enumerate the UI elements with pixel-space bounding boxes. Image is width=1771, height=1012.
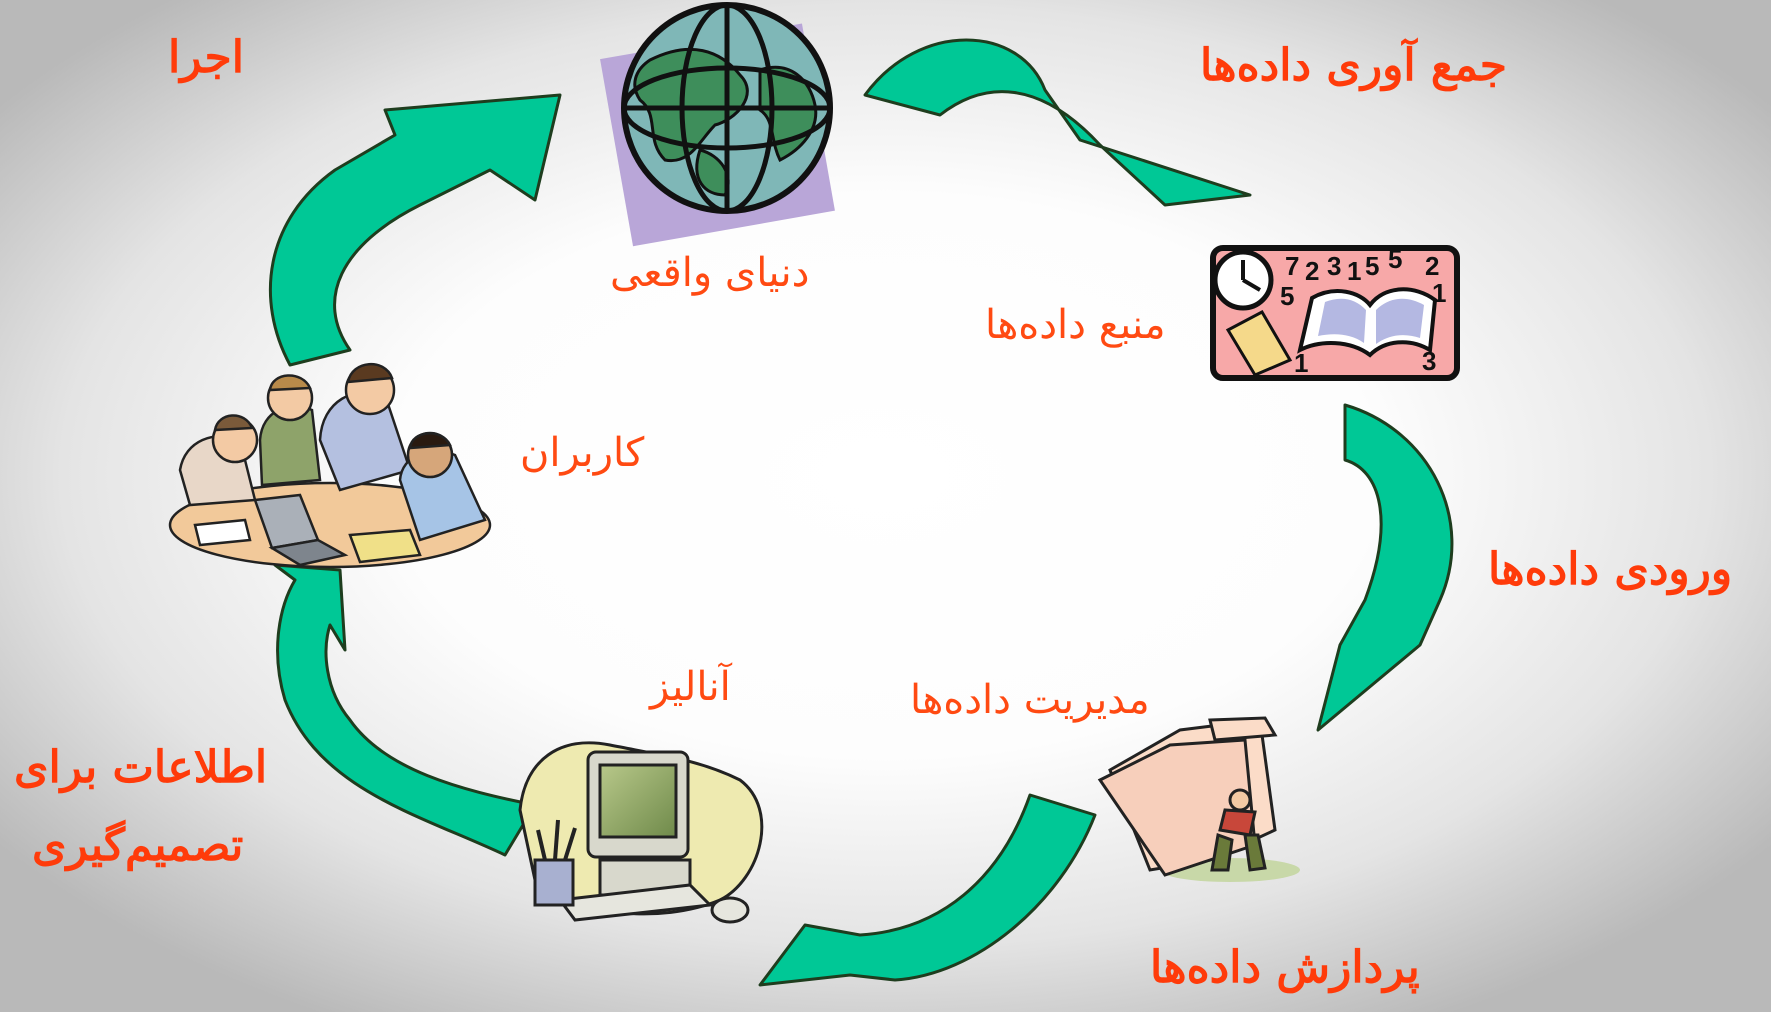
data-management-icon — [1097, 716, 1300, 882]
book-number: 1 — [1347, 256, 1361, 286]
label-data-input: ورودی داده‌ها — [1488, 544, 1733, 595]
book-number: 3 — [1327, 251, 1341, 281]
book-number: 1 — [1432, 278, 1446, 308]
analysis-computer-icon — [518, 741, 764, 924]
book-number: 5 — [1280, 281, 1294, 311]
book-number: 5 — [1388, 244, 1402, 274]
arrow-management-to-processing — [758, 793, 1097, 987]
pen-cup-icon — [533, 858, 575, 907]
arrow-analysis-to-users — [273, 563, 537, 857]
data-source-icon: 7 2 3 1 5 5 2 5 1 1 3 — [1210, 244, 1460, 381]
book-number: 5 — [1365, 251, 1379, 281]
book-number: 2 — [1425, 251, 1439, 281]
label-data-management: مدیریت داده‌ها — [910, 677, 1150, 723]
label-data-collection: جمع آوری داده‌ها — [1200, 40, 1507, 91]
label-users: کاربران — [520, 430, 645, 476]
globe-icon — [600, 2, 835, 247]
label-info-line1: اطلاعات برای — [14, 742, 268, 793]
label-info-line2: تصمیم‌گیری — [32, 820, 244, 871]
book-number: 2 — [1305, 256, 1319, 286]
arrow-source-to-input — [1316, 403, 1454, 732]
label-execution: اجرا — [168, 32, 244, 83]
users-meeting-icon — [168, 362, 492, 569]
note-paper-icon — [1225, 310, 1293, 377]
label-data-processing: پردازش داده‌ها — [1150, 942, 1420, 993]
cycle-arrows — [268, 38, 1454, 987]
book-number: 7 — [1285, 251, 1299, 281]
label-data-source: منبع داده‌ها — [985, 302, 1166, 348]
arrow-globe-to-source — [863, 38, 1252, 207]
label-analysis: آنالیز — [650, 664, 731, 710]
label-real-world: دنیای واقعی — [610, 250, 810, 296]
book-number: 1 — [1294, 348, 1308, 378]
book-number: 3 — [1422, 346, 1436, 376]
arrow-users-to-globe — [268, 93, 562, 367]
